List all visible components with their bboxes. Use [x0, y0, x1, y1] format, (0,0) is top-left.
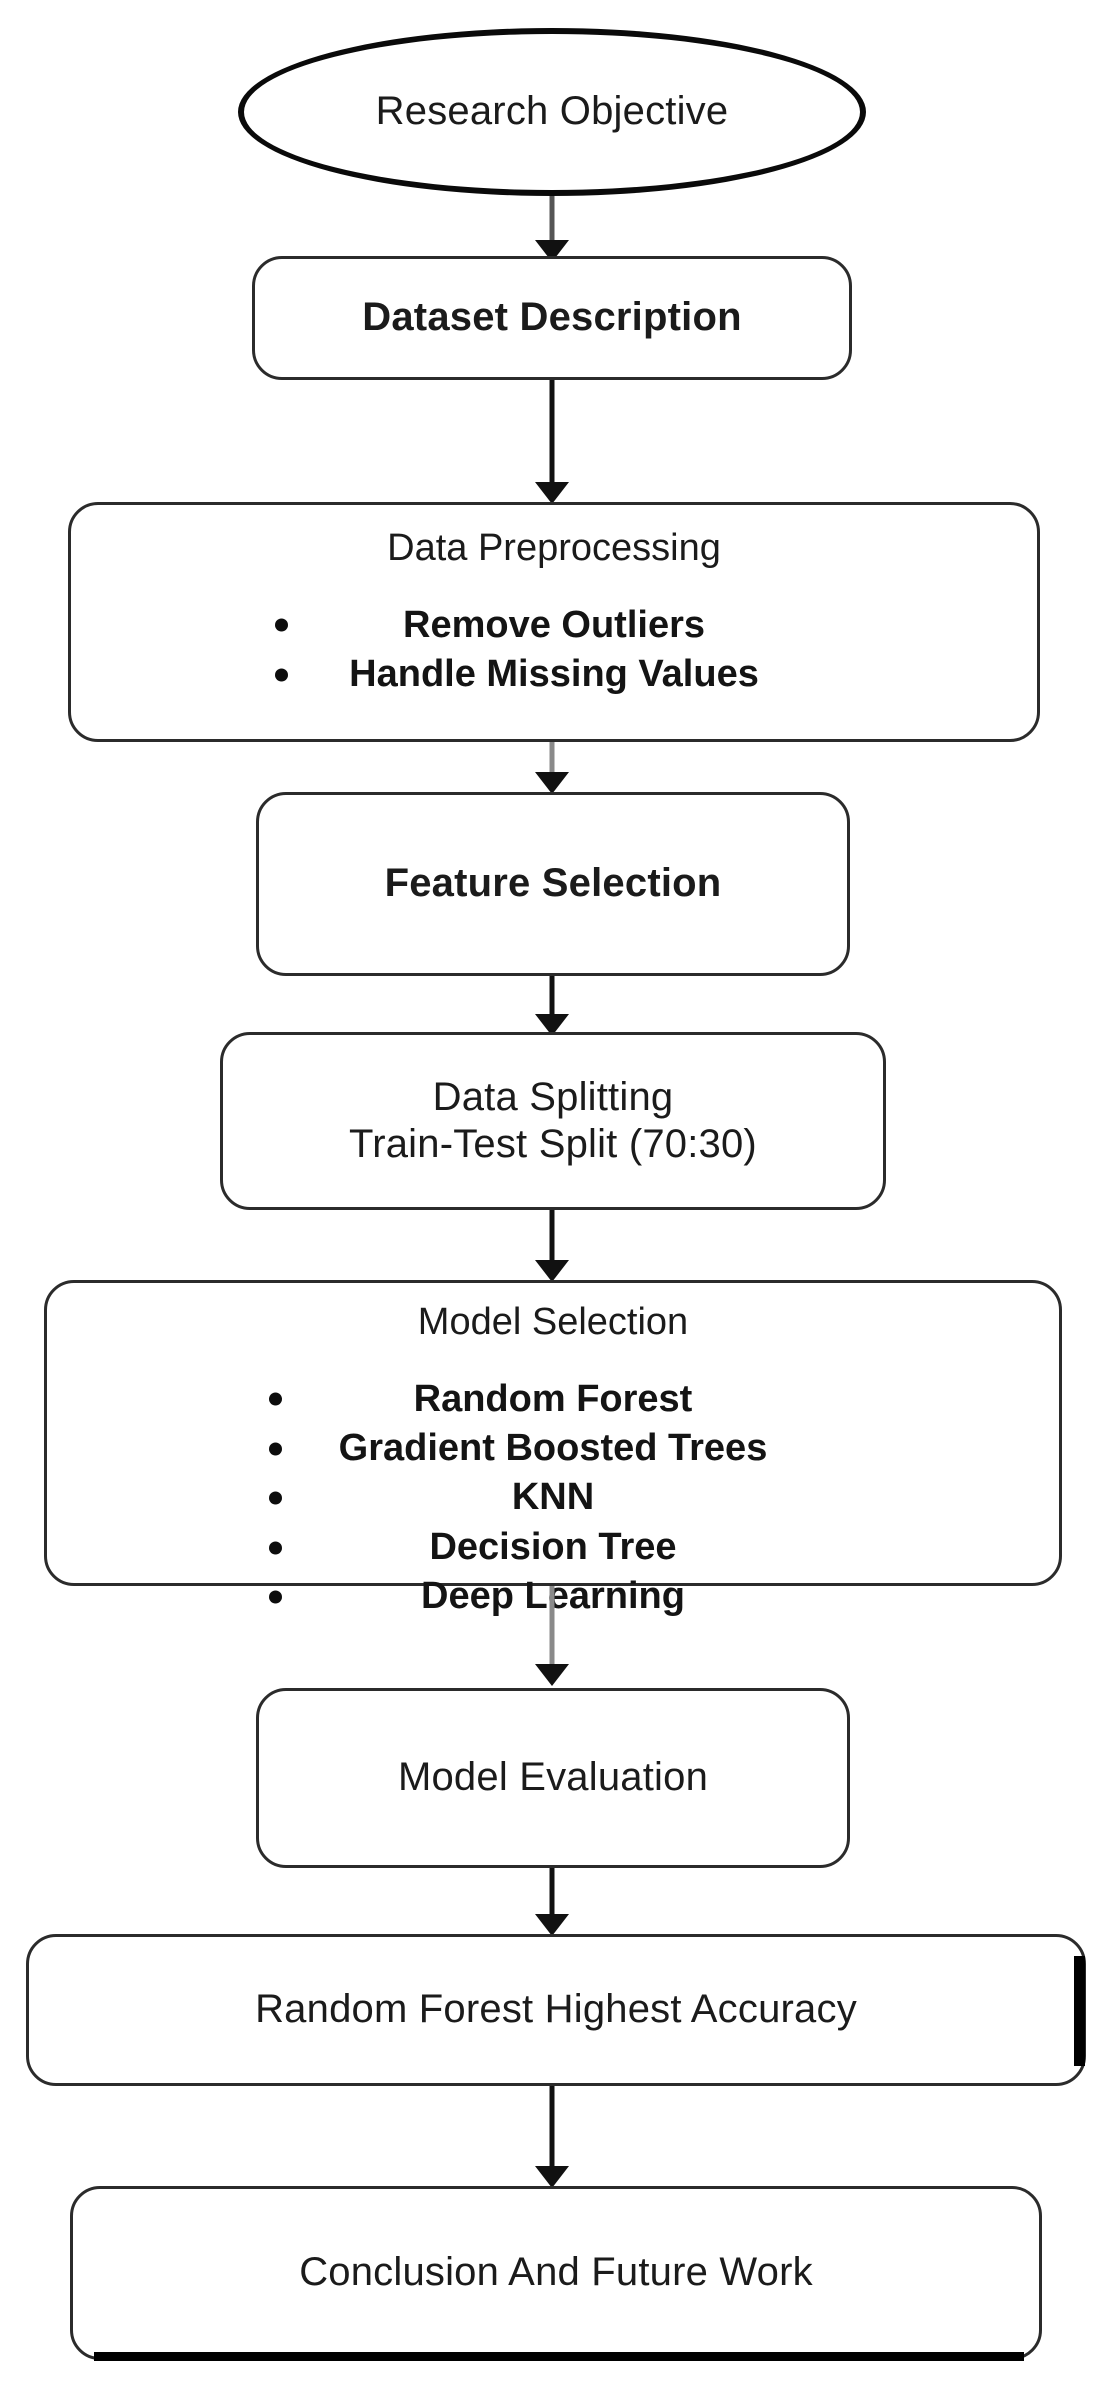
node-feature-selection[interactable]: Feature Selection	[256, 792, 850, 976]
bullet-dot-icon	[269, 1442, 282, 1456]
bullet-dot-icon	[269, 1392, 282, 1406]
node-dataset-description[interactable]: Dataset Description	[252, 256, 852, 380]
edge-dataset-description-to-data-preprocessing	[527, 380, 577, 504]
edge-arrowhead	[535, 482, 569, 504]
edge-random-forest-highest-accuracy-to-conclusion	[527, 2086, 577, 2188]
bullet-dot-icon	[275, 618, 288, 632]
model-selection-bullet-list: Random Forest Gradient Boosted Trees KNN…	[47, 1375, 1059, 1622]
edge-research-objective-to-dataset-description	[527, 196, 577, 262]
edge-model-evaluation-to-random-forest-highest-accuracy	[527, 1868, 577, 1936]
edge-arrowhead	[535, 2166, 569, 2188]
node-random-forest-highest-accuracy[interactable]: Random Forest Highest Accuracy	[26, 1934, 1086, 2086]
node-data-preprocessing[interactable]: Data Preprocessing Remove Outliers Handl…	[68, 502, 1040, 742]
node-model-selection[interactable]: Model Selection Random Forest Gradient B…	[44, 1280, 1062, 1617]
list-item-label: Random Forest	[413, 1377, 693, 1420]
edge-data-splitting-to-model-selection	[527, 1210, 577, 1282]
edge-shaft	[549, 196, 555, 244]
list-item-label: Gradient Boosted Trees	[338, 1427, 768, 1470]
list-item: Handle Missing Values	[71, 650, 1037, 699]
node-data-preprocessing-label: Data Preprocessing	[387, 527, 721, 569]
node-data-splitting-label-line2: Train-Test Split (70:30)	[349, 1122, 757, 1166]
list-item-label: KNN	[511, 1476, 595, 1519]
edge-arrowhead	[535, 772, 569, 794]
edge-arrowhead	[535, 1260, 569, 1282]
bullet-dot-icon	[269, 1590, 282, 1604]
edge-arrowhead	[535, 1014, 569, 1036]
data-preprocessing-bullet-list: Remove Outliers Handle Missing Values	[71, 601, 1037, 700]
node-feature-selection-label: Feature Selection	[384, 861, 722, 906]
node-research-objective-label: Research Objective	[375, 89, 729, 134]
node-model-selection-label: Model Selection	[417, 1301, 689, 1343]
node-right-edge-artifact	[1074, 1956, 1085, 2066]
bullet-dot-icon	[275, 668, 288, 682]
edge-shaft	[549, 742, 555, 776]
list-item: Decision Tree	[47, 1523, 1059, 1572]
node-model-evaluation[interactable]: Model Evaluation	[256, 1688, 850, 1868]
node-model-evaluation-label: Model Evaluation	[397, 1755, 709, 1800]
list-item-label: Handle Missing Values	[349, 653, 759, 696]
bullet-dot-icon	[269, 1491, 282, 1505]
node-data-splitting-label-line1: Data Splitting	[432, 1074, 674, 1119]
node-conclusion-and-future-work[interactable]: Conclusion And Future Work	[70, 2186, 1042, 2360]
edge-data-preprocessing-to-feature-selection	[527, 742, 577, 794]
list-item-label: Remove Outliers	[403, 603, 705, 646]
edge-shaft	[549, 2086, 555, 2170]
edge-shaft	[549, 1210, 555, 1264]
list-item: Random Forest	[47, 1375, 1059, 1424]
node-dataset-description-label: Dataset Description	[362, 295, 742, 340]
bullet-dot-icon	[269, 1541, 282, 1555]
node-conclusion-and-future-work-label: Conclusion And Future Work	[299, 2250, 813, 2295]
node-research-objective[interactable]: Research Objective	[238, 28, 866, 196]
node-random-forest-highest-accuracy-label: Random Forest Highest Accuracy	[255, 1987, 857, 2032]
edge-shaft	[549, 380, 555, 484]
edge-feature-selection-to-data-splitting	[527, 976, 577, 1036]
list-item: Gradient Boosted Trees	[47, 1424, 1059, 1473]
edge-shaft	[549, 1586, 555, 1668]
edge-shaft	[549, 1868, 555, 1918]
node-data-splitting[interactable]: Data Splitting Train-Test Split (70:30)	[220, 1032, 886, 1210]
edge-model-selection-to-model-evaluation	[527, 1586, 577, 1686]
list-item: Remove Outliers	[71, 601, 1037, 650]
node-bottom-edge-artifact	[94, 2352, 1024, 2361]
edge-shaft	[549, 976, 555, 1018]
edge-arrowhead	[535, 1914, 569, 1936]
edge-arrowhead	[535, 1664, 569, 1686]
list-item-label: Decision Tree	[429, 1525, 677, 1568]
list-item: KNN	[47, 1473, 1059, 1522]
